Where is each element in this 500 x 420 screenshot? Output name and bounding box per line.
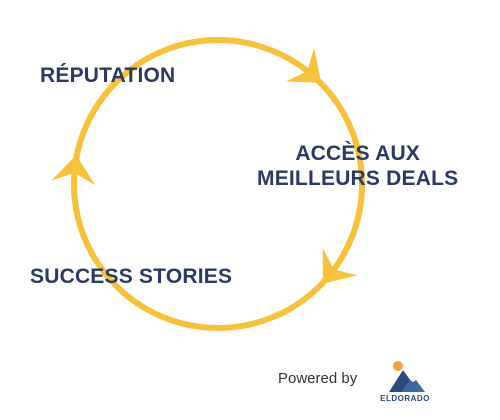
mountain-icon	[389, 361, 425, 392]
eldorado-logo: ELDORADO	[377, 358, 433, 410]
node-deals-line-1: ACCÈS AUX	[295, 142, 421, 165]
node-success-stories: SUCCESS STORIES	[30, 265, 233, 288]
arrow-bottom-right	[322, 248, 358, 284]
arrow-top-right	[285, 47, 322, 83]
eldorado-logo-text: ELDORADO	[380, 394, 430, 403]
cycle-ring	[71, 37, 365, 331]
node-reputation: RÉPUTATION	[40, 64, 176, 87]
node-acces-meilleurs-deals: ACCÈS AUX MEILLEURS DEALS	[257, 141, 458, 191]
node-deals-line-2: MEILLEURS DEALS	[257, 167, 459, 191]
powered-by-text: Powered by	[278, 370, 358, 387]
arrow-left	[51, 154, 96, 186]
